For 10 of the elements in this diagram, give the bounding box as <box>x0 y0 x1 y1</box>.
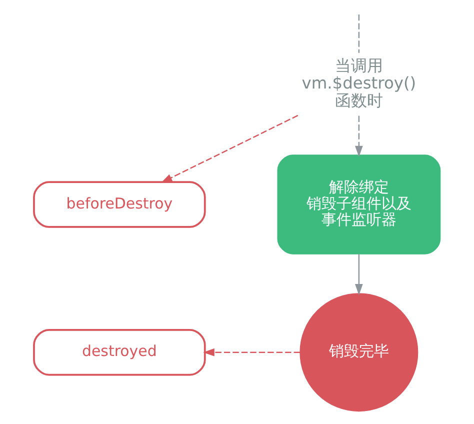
node-box: destroyed <box>33 328 206 376</box>
node-box: 解除绑定销毁子组件以及事件监听器 <box>277 154 441 254</box>
arrow <box>355 254 363 296</box>
connector <box>358 14 360 53</box>
node-box: beforeDestroy <box>33 181 206 228</box>
arrow <box>355 116 363 158</box>
arrow <box>203 348 300 356</box>
node-circle: 销毁完毕 <box>300 293 418 412</box>
node-text: 当调用 vm.$destroy() 函数时 <box>302 56 416 110</box>
arrow <box>160 114 298 183</box>
